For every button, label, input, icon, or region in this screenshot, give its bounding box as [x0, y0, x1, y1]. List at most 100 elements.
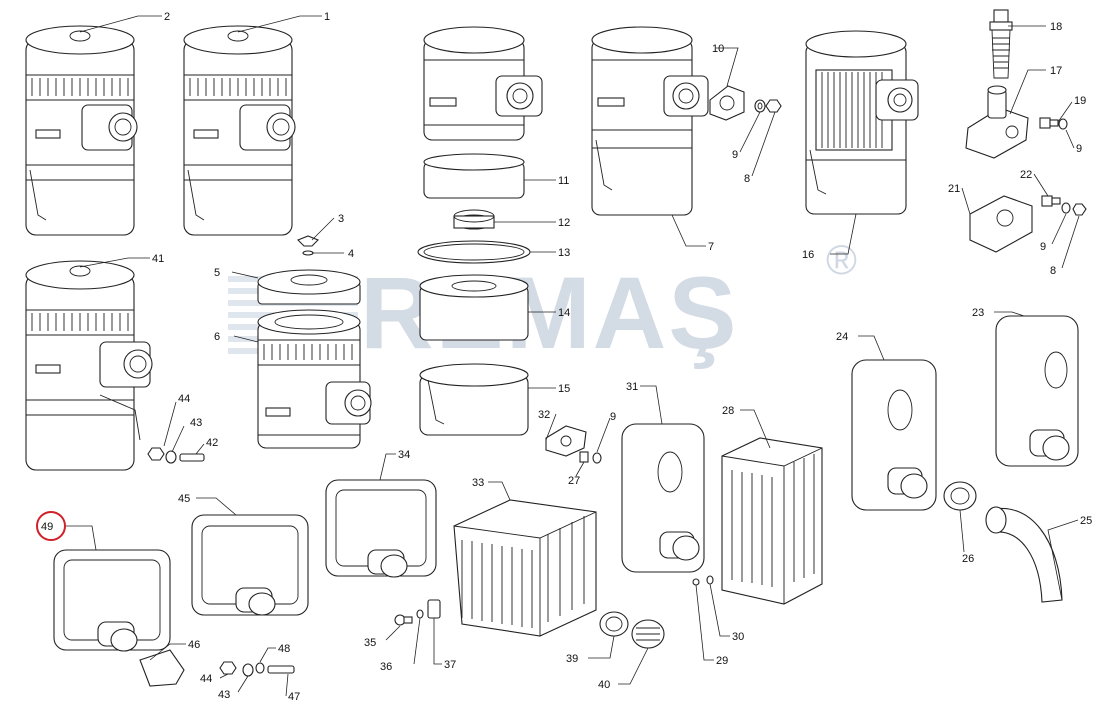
- filter-element-11[interactable]: [423, 153, 525, 199]
- label-3: 3: [338, 213, 344, 225]
- washer-4[interactable]: [302, 250, 314, 256]
- gasket-10[interactable]: [709, 85, 745, 121]
- label-46: 46: [188, 639, 200, 651]
- label-37: 37: [444, 659, 456, 671]
- muffler-23[interactable]: [995, 315, 1079, 467]
- label-4: 4: [348, 248, 354, 260]
- label-44-a: 44: [178, 393, 190, 405]
- washer-43-a[interactable]: [165, 450, 177, 464]
- bolt-22[interactable]: [1041, 195, 1061, 207]
- air-filter-housing-top[interactable]: [423, 26, 543, 141]
- watermark-registered: ®: [826, 236, 857, 283]
- label-47: 47: [288, 691, 300, 703]
- label-44-b: 44: [200, 673, 212, 685]
- label-24: 24: [836, 331, 848, 343]
- label-19: 19: [1074, 95, 1086, 107]
- label-16: 16: [802, 249, 814, 261]
- washer-48[interactable]: [255, 662, 265, 674]
- adapter-17[interactable]: [965, 85, 1029, 159]
- bracket-37[interactable]: [427, 599, 441, 619]
- label-8-a: 8: [744, 173, 750, 185]
- label-2: 2: [164, 11, 170, 23]
- label-28: 28: [722, 405, 734, 417]
- air-filter-7[interactable]: [591, 26, 709, 216]
- label-9-c: 9: [1040, 241, 1046, 253]
- label-9-d: 9: [610, 411, 616, 423]
- bolt-42[interactable]: [179, 453, 205, 462]
- label-6: 6: [214, 331, 220, 343]
- highlight-circle-49: [36, 511, 66, 541]
- muffler-24[interactable]: [851, 359, 937, 511]
- bolt-29[interactable]: [692, 578, 700, 586]
- label-22: 22: [1020, 169, 1032, 181]
- filter-body-6[interactable]: [257, 309, 372, 449]
- vacuum-indicator-18[interactable]: [989, 9, 1013, 79]
- label-21: 21: [948, 183, 960, 195]
- label-41: 41: [152, 253, 164, 265]
- label-9-b: 9: [1076, 143, 1082, 155]
- air-filter-1[interactable]: [183, 25, 296, 236]
- muffler-31[interactable]: [621, 423, 705, 573]
- muffler-49[interactable]: [53, 549, 171, 652]
- label-32: 32: [538, 409, 550, 421]
- seal-12[interactable]: [453, 209, 495, 230]
- nut-8-b[interactable]: [1072, 203, 1087, 216]
- label-5: 5: [214, 267, 220, 279]
- bolt-19[interactable]: [1039, 117, 1059, 129]
- air-filter-2[interactable]: [25, 25, 138, 236]
- gasket-21[interactable]: [969, 195, 1033, 253]
- muffler-45[interactable]: [191, 514, 309, 616]
- label-26: 26: [962, 553, 974, 565]
- label-29: 29: [716, 655, 728, 667]
- washer-9-d[interactable]: [592, 452, 602, 464]
- label-43-b: 43: [218, 689, 230, 701]
- filter-lid-5[interactable]: [257, 269, 361, 305]
- label-43-a: 43: [190, 417, 202, 429]
- washer-9-c[interactable]: [1061, 202, 1071, 214]
- label-18: 18: [1050, 21, 1062, 33]
- bolt-35[interactable]: [394, 614, 413, 626]
- label-15: 15: [558, 383, 570, 395]
- heat-shield-33[interactable]: [453, 499, 597, 637]
- clamp-26[interactable]: [943, 481, 977, 511]
- heat-shield-28[interactable]: [721, 437, 823, 605]
- label-27: 27: [568, 475, 580, 487]
- callout-labels: 2 1 41 3 4 5 6 11 12 13 14 15 7 10 9 8 1…: [41, 11, 1092, 703]
- nut-44-b[interactable]: [219, 661, 237, 675]
- air-filter-41[interactable]: [25, 260, 153, 471]
- label-35: 35: [364, 637, 376, 649]
- nut-44-a[interactable]: [147, 447, 165, 461]
- washer-30[interactable]: [706, 575, 714, 585]
- label-49: 49: [41, 521, 53, 533]
- label-10: 10: [712, 43, 724, 55]
- label-14: 14: [558, 307, 570, 319]
- label-11: 11: [558, 175, 569, 187]
- label-40: 40: [598, 679, 610, 691]
- clamp-39[interactable]: [599, 611, 629, 637]
- bracket-46[interactable]: [139, 649, 185, 687]
- label-30: 30: [732, 631, 744, 643]
- elbow-pipe-25[interactable]: [985, 506, 1063, 603]
- label-23: 23: [972, 307, 984, 319]
- pre-cleaner-14[interactable]: [419, 274, 529, 341]
- label-33: 33: [472, 477, 484, 489]
- label-34: 34: [398, 449, 410, 461]
- stud-27[interactable]: [579, 451, 589, 463]
- washer-36[interactable]: [416, 609, 424, 619]
- washer-43-b[interactable]: [242, 663, 254, 677]
- muffler-34[interactable]: [325, 479, 437, 578]
- bolt-47[interactable]: [267, 665, 295, 674]
- washer-9-b[interactable]: [1058, 118, 1068, 130]
- leader-lines: [66, 15, 1080, 697]
- rain-cap-40[interactable]: [631, 619, 665, 649]
- washer-9-a[interactable]: [754, 99, 766, 113]
- gasket-32[interactable]: [545, 425, 587, 457]
- gasket-13[interactable]: [417, 240, 531, 264]
- air-filter-16[interactable]: [805, 30, 919, 215]
- label-9-a: 9: [732, 149, 738, 161]
- label-42: 42: [206, 437, 218, 449]
- dust-cup-15[interactable]: [419, 363, 529, 436]
- nut-8-a[interactable]: [765, 99, 782, 113]
